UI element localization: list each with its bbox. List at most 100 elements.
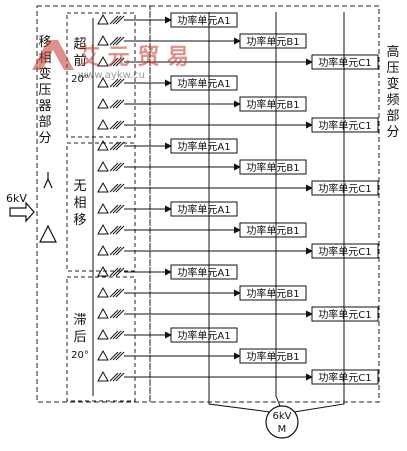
- zigzag-winding-icon: [97, 13, 125, 25]
- power-unit: 功率单元B1: [239, 285, 307, 301]
- watermark-logo: 艾 元 贸 易 www.aykw.cu: [32, 40, 189, 81]
- power-unit-box: [239, 33, 307, 49]
- group-label-char: 20°: [71, 74, 89, 85]
- power-unit: 功率单元B1: [239, 222, 307, 238]
- motor-letter: M: [278, 424, 287, 435]
- watermark-brand: 艾 元 贸 易: [78, 45, 189, 70]
- power-unit-box: [311, 306, 379, 322]
- power-unit-box: [311, 180, 379, 196]
- delta-winding-icon: [97, 244, 125, 256]
- power-unit: 功率单元C1: [311, 117, 379, 133]
- group-frame-lag: [66, 276, 136, 402]
- power-unit-box: [239, 348, 307, 364]
- power-unit: 功率单元A1: [170, 201, 238, 217]
- transformer-label-char: 器: [38, 99, 51, 114]
- delta-winding-icon: [97, 97, 125, 109]
- group-label-char: 相: [73, 196, 86, 211]
- power-unit-label: 功率单元C1: [318, 119, 371, 132]
- input-voltage-label: 6kV: [6, 192, 27, 205]
- motor: 6kV M: [265, 405, 299, 439]
- power-units: 功率单元A1 功率单元B1 功率单元C1 功率单元A1 功率单元B1 功率单元C1 功率单元…: [170, 12, 379, 385]
- power-unit: 功率单元A1: [170, 138, 238, 154]
- input-arrow-icon: [9, 201, 35, 223]
- group-label-char: 移: [73, 213, 86, 228]
- output-wires: [124, 16, 313, 381]
- power-unit: 功率单元C1: [311, 54, 379, 70]
- primary-winding: [39, 172, 57, 243]
- hv-label-char: 压: [386, 61, 399, 76]
- power-unit: 功率单元A1: [170, 327, 238, 343]
- transformer-label-char: 压: [38, 83, 51, 98]
- power-unit-label: 功率单元C1: [318, 245, 371, 258]
- power-unit: 功率单元C1: [311, 306, 379, 322]
- power-unit-label: 功率单元A1: [177, 266, 230, 279]
- power-unit-box: [311, 54, 379, 70]
- group-label-char: 后: [73, 330, 86, 345]
- motor-circle: [265, 405, 299, 439]
- power-unit-box: [239, 222, 307, 238]
- power-unit-label: 功率单元C1: [318, 308, 371, 321]
- transformer-label-char: 部: [38, 115, 51, 130]
- group-label-char: 超: [73, 37, 86, 52]
- delta-winding-icon: [97, 139, 125, 151]
- power-unit: 功率单元A1: [170, 12, 238, 28]
- power-unit-label: 功率单元A1: [177, 140, 230, 153]
- group-label-char: 前: [73, 53, 86, 69]
- delta-winding-icon: [97, 160, 125, 172]
- delta-winding-icon: [97, 349, 125, 361]
- power-unit-label: 功率单元B1: [246, 98, 299, 111]
- power-unit-label: 功率单元A1: [177, 77, 230, 90]
- motor-voltage: 6kV: [273, 411, 292, 422]
- zigzag-winding-icon: [97, 265, 125, 277]
- power-unit-label: 功率单元A1: [177, 329, 230, 342]
- delta-winding-icon: [97, 286, 125, 298]
- motor-lead-c: [293, 396, 345, 413]
- delta-winding-icon: [97, 202, 125, 214]
- power-unit-box: [311, 369, 379, 385]
- power-unit: 功率单元A1: [170, 264, 238, 280]
- power-unit: 功率单元C1: [311, 369, 379, 385]
- hv-label-char: 部: [386, 109, 399, 124]
- motor-lead-a: [208, 396, 271, 413]
- hv-label-char: 分: [386, 125, 399, 140]
- hv-section-frame: [149, 5, 380, 403]
- series-chains: [208, 12, 345, 413]
- power-unit-box: [311, 117, 379, 133]
- zigzag-winding-icon: [97, 307, 125, 319]
- power-unit-label: 功率单元A1: [177, 14, 230, 27]
- power-unit-label: 功率单元A1: [177, 203, 230, 216]
- zigzag-winding-icon: [97, 76, 125, 88]
- power-unit: 功率单元B1: [239, 348, 307, 364]
- group-label-char: 无: [73, 179, 86, 194]
- delta-winding-icon: [97, 34, 125, 46]
- power-unit-label: 功率单元C1: [318, 371, 371, 384]
- group-frame-lead: [66, 12, 136, 138]
- power-unit-box: [239, 285, 307, 301]
- delta-winding-icon: [97, 181, 125, 193]
- power-unit: 功率单元A1: [170, 75, 238, 91]
- group-label-char: 20°: [71, 350, 89, 361]
- power-unit-label: 功率单元B1: [246, 350, 299, 363]
- power-unit-label: 功率单元C1: [318, 182, 371, 195]
- group-label-char: 滞: [73, 313, 86, 328]
- power-unit: 功率单元C1: [311, 243, 379, 259]
- power-unit-box: [170, 327, 238, 343]
- transformer-label-char: 分: [38, 131, 51, 146]
- zigzag-winding-icon: [97, 370, 125, 382]
- zigzag-winding-icon: [97, 55, 125, 67]
- hv-label-char: 高: [386, 44, 399, 60]
- power-unit-label: 功率单元B1: [246, 161, 299, 174]
- power-unit-box: [239, 96, 307, 112]
- power-unit-box: [170, 264, 238, 280]
- power-unit: 功率单元B1: [239, 33, 307, 49]
- power-unit: 功率单元B1: [239, 96, 307, 112]
- power-unit: 功率单元C1: [311, 180, 379, 196]
- watermark-logo-mark: [32, 40, 74, 70]
- power-unit-box: [170, 201, 238, 217]
- power-unit-label: 功率单元B1: [246, 35, 299, 48]
- power-unit-box: [170, 12, 238, 28]
